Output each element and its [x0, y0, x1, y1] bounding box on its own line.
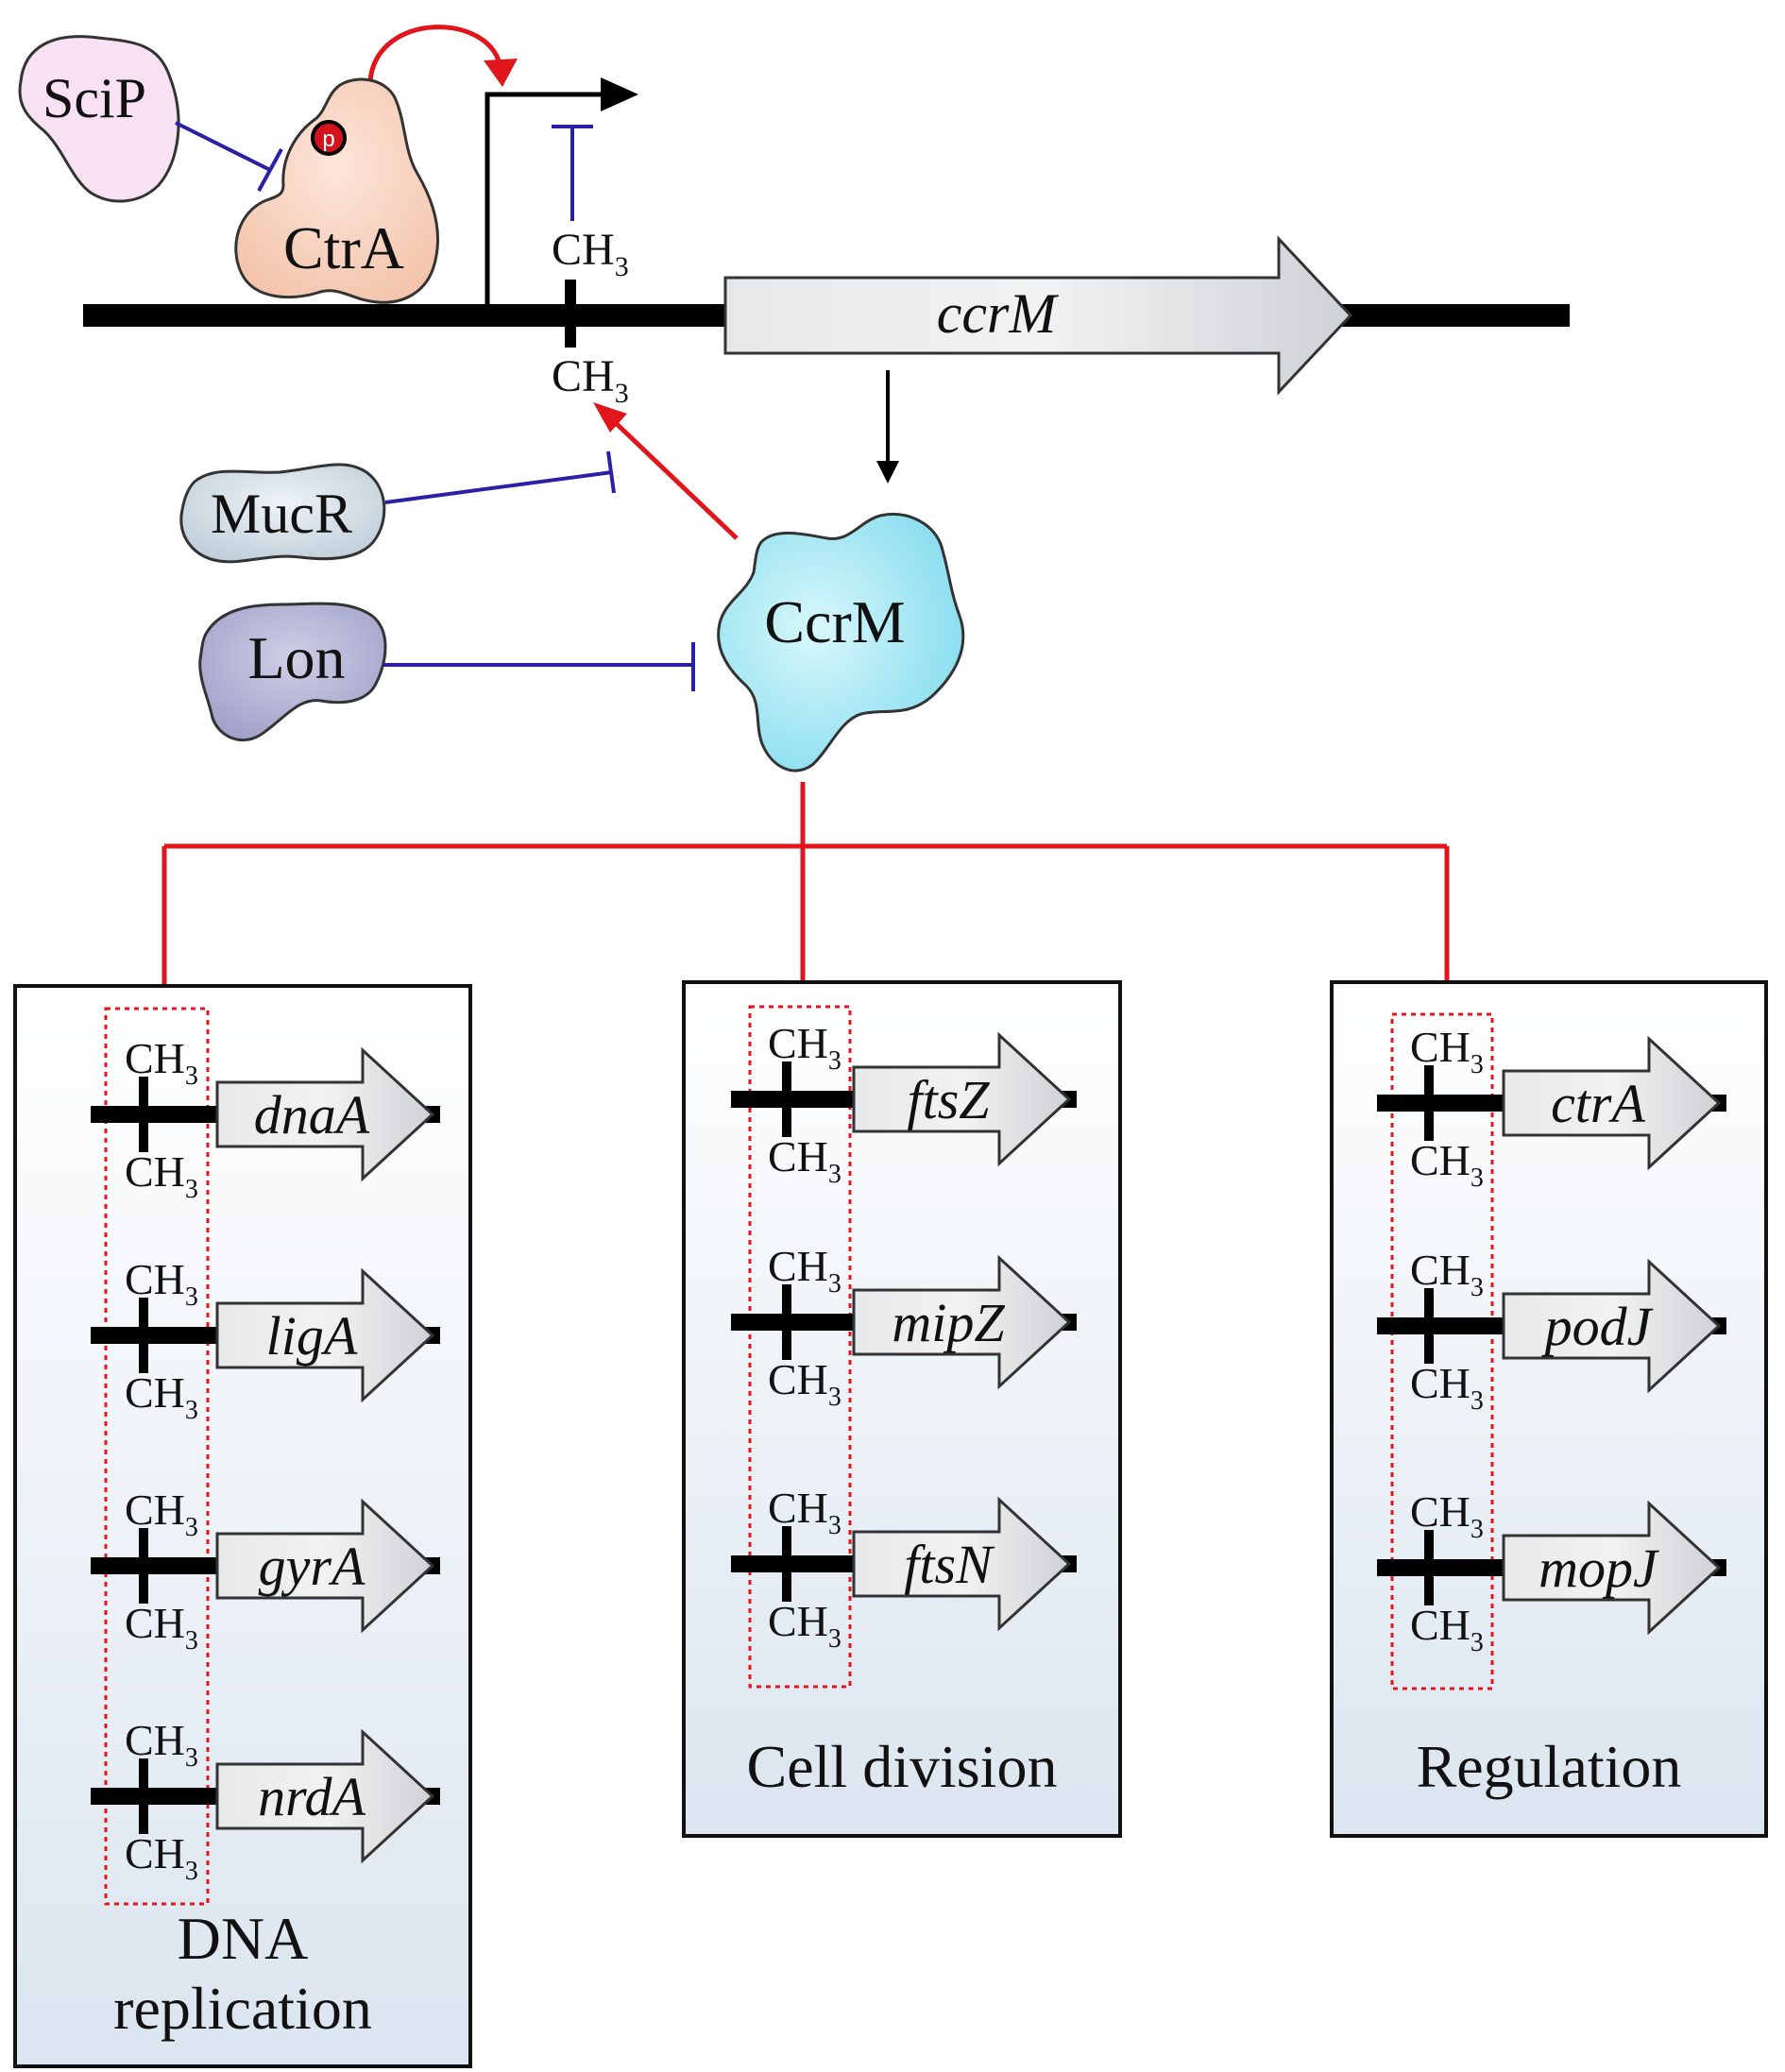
gene-label: dnaA — [254, 1084, 370, 1146]
scip-inhibits-ctra-line — [175, 121, 271, 172]
ctra-activation-head — [484, 59, 518, 87]
mucr-label: MucR — [211, 483, 352, 545]
gene-label: gyrA — [259, 1536, 366, 1597]
panel-title: DNA — [178, 1905, 309, 1972]
methyl-bottom: CH3 — [125, 1147, 198, 1204]
gene-label: mopJ — [1538, 1537, 1660, 1599]
ccrm-expression-head — [876, 461, 899, 484]
mucr-inhibits-bar — [606, 450, 616, 494]
methyl-bottom: CH3 — [768, 1132, 842, 1189]
promoter-arrow-head — [601, 77, 638, 111]
gene-label: mipZ — [892, 1292, 1005, 1353]
panel-1: dnaACH3CH3ligACH3CH3gyrACH3CH3nrdACH3CH3… — [13, 984, 472, 2068]
lon-label: Lon — [247, 624, 345, 691]
main-methyl-top: CH3 — [552, 225, 629, 282]
methyl-bottom: CH3 — [1410, 1359, 1484, 1416]
gene-label: ftsN — [904, 1534, 995, 1595]
methyl-bottom: CH3 — [768, 1597, 842, 1654]
methyl-top: CH3 — [1410, 1487, 1484, 1544]
gene-arrow — [215, 1728, 435, 1864]
scip-protein — [18, 35, 180, 203]
mucr-protein — [179, 463, 386, 564]
methyl-bottom: CH3 — [125, 1829, 198, 1886]
gene-arrow — [215, 1046, 435, 1182]
panel-title: Cell division — [747, 1733, 1058, 1800]
methyl-bottom: CH3 — [1410, 1136, 1484, 1193]
panel-frame — [13, 984, 472, 2068]
methylation-site-box — [1390, 1012, 1494, 1690]
ctra-label: CtrA — [283, 214, 404, 281]
scip-inhibits-ctra-bar — [257, 148, 283, 192]
main-methyl-bottom: CH3 — [552, 351, 629, 409]
lon-protein — [198, 602, 387, 741]
methyl-top: CH3 — [125, 1716, 198, 1773]
methyl-top: CH3 — [125, 1486, 198, 1542]
panel-title: Regulation — [1417, 1733, 1682, 1800]
methyl-top: CH3 — [768, 1242, 842, 1299]
gene-label: ligA — [266, 1305, 358, 1367]
ccrm-target-distribution — [162, 782, 1450, 992]
ccrm-methylates-line — [614, 421, 739, 540]
gene-label: nrdA — [258, 1766, 366, 1827]
methyl-top: CH3 — [1410, 1246, 1484, 1302]
ccrm-label: CcrM — [764, 588, 905, 655]
methyl-top: CH3 — [125, 1255, 198, 1312]
ccrm-gene-arrow — [723, 235, 1353, 396]
ccrm-protein — [717, 513, 965, 773]
gene-arrow — [1502, 1035, 1722, 1171]
target-panels: dnaACH3CH3ligACH3CH3gyrACH3CH3nrdACH3CH3… — [13, 980, 1768, 2068]
ctra-protein — [234, 77, 440, 304]
methyl-top: CH3 — [768, 1019, 842, 1076]
gene-arrow — [1502, 1500, 1722, 1636]
methylation-site-box — [104, 1007, 210, 1906]
methyl-bottom: CH3 — [768, 1355, 842, 1412]
mucr-inhibits-line — [384, 470, 613, 504]
scip-label: SciP — [42, 67, 146, 129]
ccrm-gene-label: ccrM — [937, 282, 1060, 345]
gene-label: podJ — [1541, 1296, 1655, 1357]
methyl-bottom: CH3 — [125, 1599, 198, 1656]
ccrm-methylates-head — [593, 402, 627, 433]
methyl-top: CH3 — [768, 1484, 842, 1540]
methyl-top: CH3 — [1410, 1023, 1484, 1079]
ctra-activation-curve — [367, 25, 503, 82]
gene-label: ftsZ — [907, 1069, 990, 1130]
methyl-bottom: CH3 — [125, 1368, 198, 1425]
gene-arrow — [852, 1254, 1072, 1390]
gene-arrow — [1502, 1258, 1722, 1394]
phosphate-label: p — [322, 127, 334, 152]
methyl-top: CH3 — [125, 1034, 198, 1091]
phosphate-icon — [311, 120, 347, 156]
panel-title: replication — [113, 1975, 372, 2042]
gene-arrow — [215, 1267, 435, 1403]
gene-arrow — [852, 1031, 1072, 1167]
methylation-site-box — [748, 1005, 852, 1689]
methyl-bottom: CH3 — [1410, 1601, 1484, 1657]
gene-arrow — [215, 1498, 435, 1634]
gene-label: ctrA — [1551, 1073, 1645, 1134]
gene-arrow — [852, 1496, 1072, 1632]
promoter-arrow — [484, 92, 604, 304]
